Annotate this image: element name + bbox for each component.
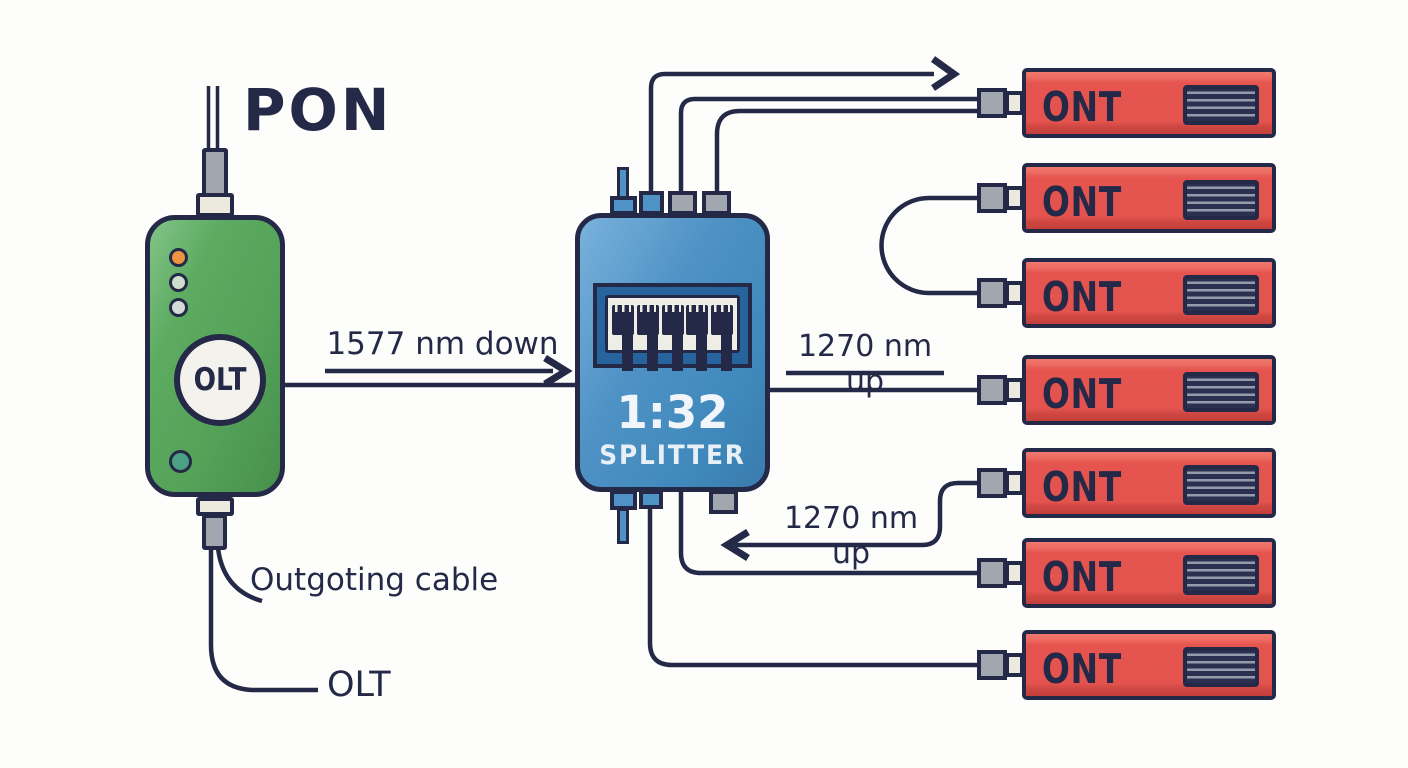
ont-plug-gray [977,183,1007,213]
splitter-to-ont6-fiber [678,490,977,576]
ont-row: ONT [977,630,1277,700]
splitter-top-port3-gray [668,191,697,215]
olt-cable-label: OLT [327,665,391,705]
ont-device-label: ONT [1042,645,1123,693]
splitter-name-label: SPLITTER [599,440,746,471]
outgoing-cable-label: Outgoting cable [250,562,499,598]
ont-device-label: ONT [1042,463,1123,511]
splitter-top-port2-blue [639,191,664,215]
ont-row: ONT [977,355,1277,425]
olt-power-dot [169,450,192,473]
ont-device: ONT [1022,68,1276,138]
ont-device-label: ONT [1042,83,1123,131]
ont-device: ONT [1022,448,1276,518]
splitter-ratio-label: 1:32 [616,386,729,439]
ont5-upstream-arrowhead [720,529,750,561]
ont-row: ONT [977,68,1277,138]
downstream-wavelength-label: 1577 nm down [326,326,559,362]
ont-vent-grille [1183,372,1259,412]
ont-plug-gray [977,650,1007,680]
ont5-upstream-arrow-shaft [734,480,977,548]
olt-dial: OLT [174,334,266,426]
splitter-port [661,301,684,371]
ont-vent-grille [1183,555,1259,595]
olt-top-plug-white [196,193,234,217]
splitter-port [711,301,733,371]
ont-device-label: ONT [1042,553,1123,601]
splitter-to-ont7-fiber [647,508,977,668]
olt-led-orange [169,248,188,267]
ont-row: ONT [977,538,1277,608]
splitter-bottom-pin [617,508,629,544]
splitter-device: 1:32 SPLITTER [575,213,770,492]
olt-bottom-plug-gray [202,514,227,550]
splitter-top-port4-gray [702,191,731,215]
ont-device-label: ONT [1042,178,1123,226]
ont-device: ONT [1022,163,1276,233]
splitter-to-ont1-fiber-b [714,108,977,192]
ont-row: ONT [977,448,1277,518]
splitter-port-tray [605,295,740,371]
ont-vent-grille [1183,180,1259,220]
ont-plug-gray [977,278,1007,308]
page-title: PON [243,76,393,144]
ont-device: ONT [1022,538,1276,608]
ont-plug-gray [977,558,1007,588]
splitter-port [636,301,659,371]
ont-vent-grille [1183,647,1259,687]
ont-device: ONT [1022,630,1276,700]
upstream-wavelength-label-2: 1270 nm up [783,501,919,571]
ont-device: ONT [1022,355,1276,425]
olt-top-plug-gray [202,148,228,197]
ont-device-label: ONT [1042,273,1123,321]
splitter-top-arrowhead [930,56,961,91]
splitter-bottom-port2-blue [639,490,663,509]
ont-plug-gray [977,375,1007,405]
olt-led-gray [169,298,188,317]
splitter-bottom-port3-gray [709,490,738,514]
ont-device-label: ONT [1042,370,1123,418]
ont-vent-grille [1183,275,1259,315]
ont-vent-grille [1183,85,1259,125]
ont-device: ONT [1022,258,1276,328]
ont-row: ONT [977,163,1277,233]
olt-outgoing-cable-short [215,547,263,604]
ont-plug-gray [977,468,1007,498]
splitter-port [686,301,709,371]
downstream-arrowhead [543,355,573,387]
splitter-port-panel [593,283,752,371]
ont-vent-grille [1183,465,1259,505]
olt-device: OLT [145,215,285,497]
olt-device-label: OLT [193,362,247,398]
splitter-bottom-port1-blue [610,490,637,510]
olt-led-green [169,273,188,292]
ont-plug-gray [977,88,1007,118]
splitter-port [612,301,634,371]
splitter-to-ont1-fiber-a [678,96,977,192]
ont-row: ONT [977,258,1277,328]
upstream-wavelength-label-1: 1270 nm up [797,329,933,399]
ont2-ont3-loop-fiber [879,195,977,296]
olt-outgoing-cable-long [208,548,318,693]
splitter-top-fiber-arrow [648,71,934,192]
